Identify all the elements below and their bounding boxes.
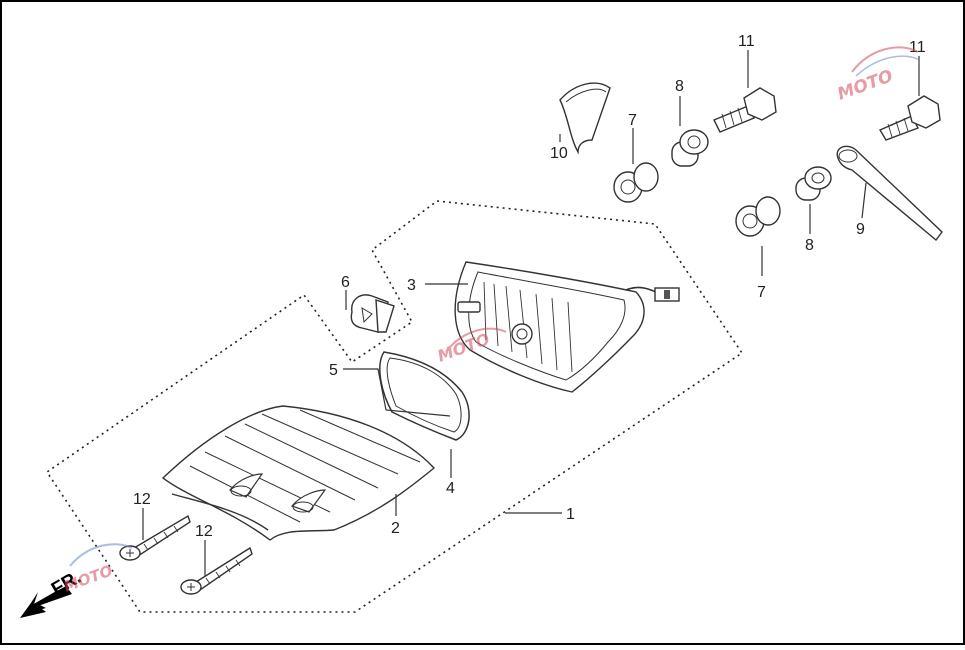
callout-12-right: 12 (195, 523, 213, 540)
collar-part (671, 129, 832, 201)
callout-2: 2 (391, 520, 400, 537)
grommet-part (613, 162, 781, 237)
screw-part (119, 514, 253, 595)
callout-8-lower: 8 (805, 237, 814, 254)
assembly-boundary (45, 200, 744, 613)
watermark-logo-text-bottom: MOTO (61, 561, 115, 595)
callout-labels: 1 2 3 4 5 6 7 7 8 8 9 10 11 11 12 12 (133, 33, 926, 540)
callout-7-lower: 7 (757, 284, 766, 301)
callout-12-left: 12 (133, 491, 151, 508)
watermark-top-right: MOTO (835, 46, 921, 105)
arrow-icon (20, 586, 72, 618)
callout-1: 1 (566, 506, 575, 523)
callout-9: 9 (856, 221, 865, 238)
lens-cover-part (161, 405, 436, 541)
callout-6: 6 (341, 274, 350, 291)
callout-10: 10 (550, 145, 568, 162)
callout-3: 3 (407, 277, 416, 294)
callout-7-upper: 7 (628, 112, 637, 129)
callout-5: 5 (329, 362, 338, 379)
front-direction-arrow: FR. (20, 567, 85, 618)
callout-11-right: 11 (909, 39, 926, 56)
bulb-part (350, 294, 395, 333)
wire-band-part (836, 145, 943, 242)
callout-4: 4 (446, 480, 455, 497)
gasket-part (379, 351, 470, 441)
leader-lines (142, 50, 920, 576)
callout-8-upper: 8 (675, 78, 684, 95)
lamp-housing-part (454, 261, 680, 393)
callout-11-left: 11 (738, 33, 755, 50)
cover-cap-part (559, 82, 611, 155)
hex-bolt-part (713, 87, 941, 141)
watermark-logo-text: MOTO (835, 66, 896, 104)
